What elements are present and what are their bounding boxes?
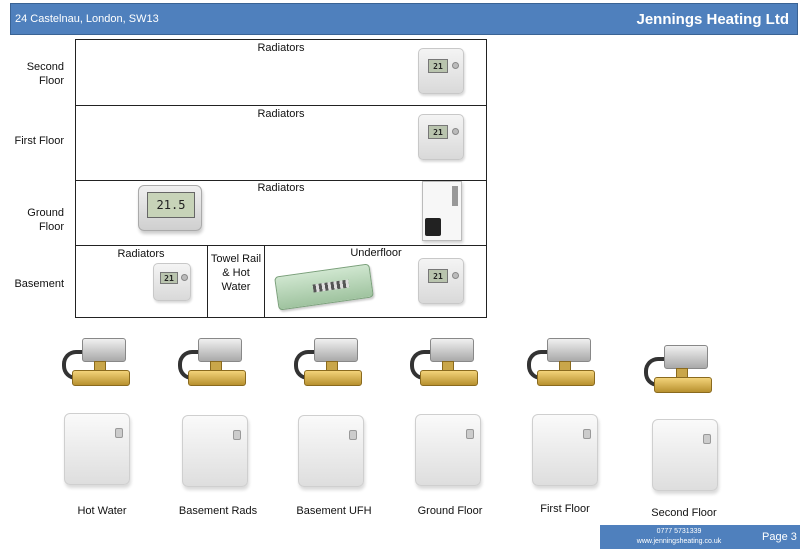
motorised-valve-icon (178, 336, 248, 398)
motorised-valve-icon (62, 336, 132, 398)
towel-rail-hot-water-label: Towel Rail & Hot Water (210, 253, 262, 293)
row-basement: Radiators 21 Towel Rail & Hot Water Unde… (76, 245, 486, 317)
motorised-valve-icon (527, 336, 597, 398)
controller-display: 21.5 (147, 192, 195, 218)
boiler-panel-icon (425, 218, 441, 236)
thermostat-dial-icon (452, 62, 459, 69)
thermostat-display: 21 (428, 125, 448, 139)
page-number: Page 3 (762, 531, 797, 543)
underfloor-label: Underfloor (350, 247, 402, 259)
company-name: Jennings Heating Ltd (636, 10, 789, 28)
website: www.jenningsheating.co.uk (636, 538, 722, 545)
room-thermostat-icon: 21 (418, 258, 464, 304)
zone-label: First Floor (540, 503, 590, 515)
site-address: 24 Castelnau, London, SW13 (15, 13, 159, 25)
thermostat-display: 21 (428, 59, 448, 73)
radiators-label: Radiators (117, 248, 165, 260)
floor-label-ground: Ground Floor (27, 207, 64, 233)
room-thermostat-icon: 21 (418, 114, 464, 160)
floor-label-text: Second Floor (26, 61, 64, 87)
contact-details: 0777 5731339 www.jenningsheating.co.uk (600, 527, 758, 547)
cell-divider (207, 246, 208, 317)
receiver-icon (532, 414, 598, 486)
zone-label: Basement UFH (296, 505, 372, 517)
receiver-icon (415, 414, 481, 486)
receiver-icon (64, 413, 130, 485)
zone-label: Ground Floor (417, 505, 483, 517)
row-second-floor: Radiators 21 (76, 40, 486, 105)
thermostat-display: 21 (428, 269, 448, 283)
floor-label-first: First Floor (14, 135, 65, 147)
floor-label-second: Second Floor (0, 60, 64, 88)
room-thermostat-icon: 21 (153, 263, 191, 301)
radiators-label: Radiators (257, 108, 305, 120)
programmable-controller-icon: 21.5 (138, 185, 202, 231)
room-thermostat-icon: 21 (418, 48, 464, 94)
page-header: 24 Castelnau, London, SW13 Jennings Heat… (10, 3, 798, 35)
floor-plan-grid: Radiators 21 Radiators 21 Radiators 21.5… (75, 39, 487, 318)
thermostat-dial-icon (452, 128, 459, 135)
wiring-centre-icon (274, 263, 374, 311)
receiver-icon (298, 415, 364, 487)
floor-label-basement: Basement (14, 278, 64, 290)
phone-number: 0777 5731339 (656, 528, 702, 535)
thermostat-display: 21 (160, 272, 178, 284)
thermostat-dial-icon (181, 274, 188, 281)
motorised-valve-icon (644, 343, 714, 405)
zone-label: Basement Rads (178, 505, 258, 517)
row-ground-floor: Radiators 21.5 (76, 180, 486, 245)
receiver-icon (182, 415, 248, 487)
zone-label: Hot Water (77, 505, 127, 517)
boiler-flue-icon (452, 186, 458, 206)
radiators-label: Radiators (257, 42, 305, 54)
row-first-floor: Radiators 21 (76, 105, 486, 180)
cell-divider (264, 246, 265, 317)
page-footer: 0777 5731339 www.jenningsheating.co.uk P… (600, 525, 800, 549)
receiver-icon (652, 419, 718, 491)
thermostat-dial-icon (452, 272, 459, 279)
boiler-icon (422, 181, 462, 241)
motorised-valve-icon (410, 336, 480, 398)
radiators-label: Radiators (257, 182, 305, 194)
zone-label: Second Floor (651, 507, 717, 519)
motorised-valve-icon (294, 336, 364, 398)
